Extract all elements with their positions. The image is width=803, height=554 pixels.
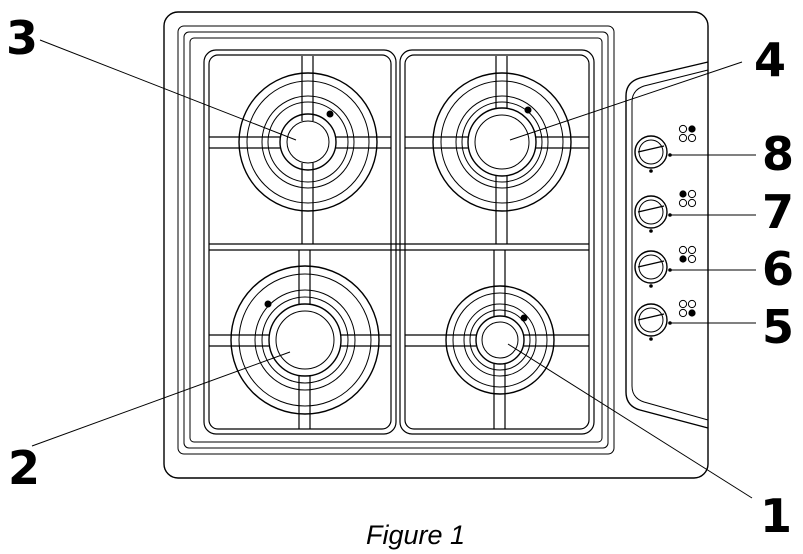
figure-caption: Figure 1 [366, 520, 465, 550]
callout-3: 3 [6, 11, 38, 65]
knob-6[interactable] [634, 250, 672, 288]
burner-1 [405, 250, 589, 429]
burner-indicator-icon-8 [678, 124, 697, 143]
pan-support-grate [203, 49, 595, 435]
burner-4 [405, 56, 589, 244]
burner-2 [209, 250, 391, 429]
callout-5: 5 [762, 300, 794, 354]
callout-7: 7 [762, 185, 794, 239]
leader-line-3 [39, 39, 297, 141]
knob-7[interactable] [634, 195, 672, 233]
burner-3 [209, 56, 391, 244]
callout-2: 2 [8, 441, 40, 495]
burner-indicator-icon-7 [678, 189, 697, 208]
callout-1: 1 [760, 489, 792, 543]
leader-lines [31, 39, 756, 499]
control-panel [625, 61, 709, 429]
burner-indicator-icon-5 [678, 299, 697, 318]
callout-8: 8 [762, 127, 794, 181]
leader-line-1 [507, 343, 753, 499]
burner-indicator-icon-6 [678, 245, 697, 264]
leader-line-4 [509, 61, 743, 141]
callout-4: 4 [754, 33, 786, 87]
leader-line-2 [31, 351, 291, 447]
callout-6: 6 [762, 242, 794, 296]
knob-8[interactable] [634, 135, 672, 173]
knob-5[interactable] [634, 303, 672, 341]
hob-body [163, 11, 709, 479]
